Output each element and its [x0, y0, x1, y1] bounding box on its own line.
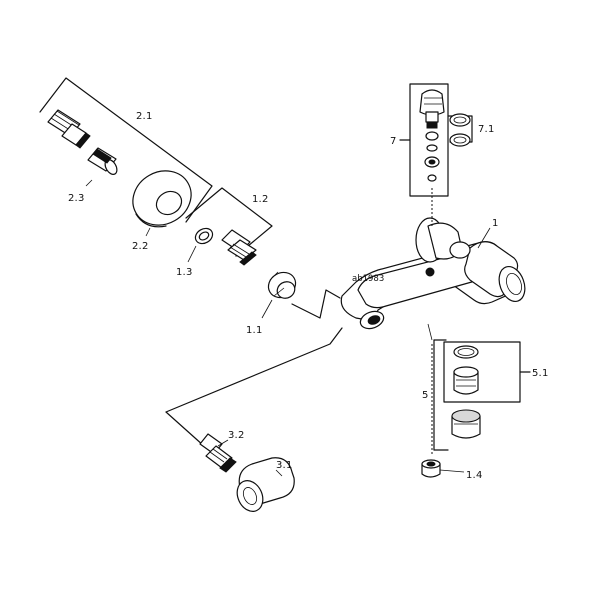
label-2-1: 2.1 — [136, 111, 153, 122]
label-1-4: 1.4 — [466, 470, 483, 481]
leader-to-body-left — [165, 327, 343, 413]
threaded-nipple-2-3 — [47, 109, 91, 149]
leader-zigzag — [291, 289, 341, 319]
eccentric-fitting-1-2 — [221, 229, 257, 266]
valve-insert-3-2 — [199, 433, 237, 473]
label-5-1: 5.1 — [532, 368, 549, 379]
label-1-1: 1.1 — [246, 325, 263, 336]
bracket-7 — [399, 83, 449, 197]
cover-rosette-2-2 — [132, 170, 192, 228]
label-code: ab1983 — [352, 274, 384, 284]
cartridge-7 — [419, 89, 445, 226]
bracket-5 — [433, 339, 531, 451]
nozzle-1-4 — [421, 459, 465, 478]
label-7: 7 — [390, 136, 397, 147]
bracket-1-2 — [185, 187, 273, 257]
label-1-3: 1.3 — [176, 267, 193, 278]
label-2-2: 2.2 — [132, 241, 149, 252]
leader-to-valve — [165, 411, 205, 447]
label-3-1: 3.1 — [276, 460, 293, 471]
handle-3-1 — [236, 457, 295, 512]
nut-1-1 — [267, 271, 297, 299]
connector-2-3 — [87, 147, 118, 175]
bracket-2-1 — [39, 77, 213, 223]
label-3-2: 3.2 — [228, 430, 245, 441]
label-5: 5 — [422, 390, 429, 401]
diverter-5-1 — [453, 345, 479, 395]
label-2-3: 2.3 — [68, 193, 85, 204]
label-1: 1 — [492, 218, 499, 229]
leader-1 — [477, 227, 491, 249]
washer-1-3 — [194, 227, 214, 245]
o-rings-7-1 — [447, 113, 473, 147]
label-7-1: 7.1 — [478, 124, 495, 135]
label-1-2: 1.2 — [252, 194, 269, 205]
aerator-5 — [451, 409, 481, 439]
